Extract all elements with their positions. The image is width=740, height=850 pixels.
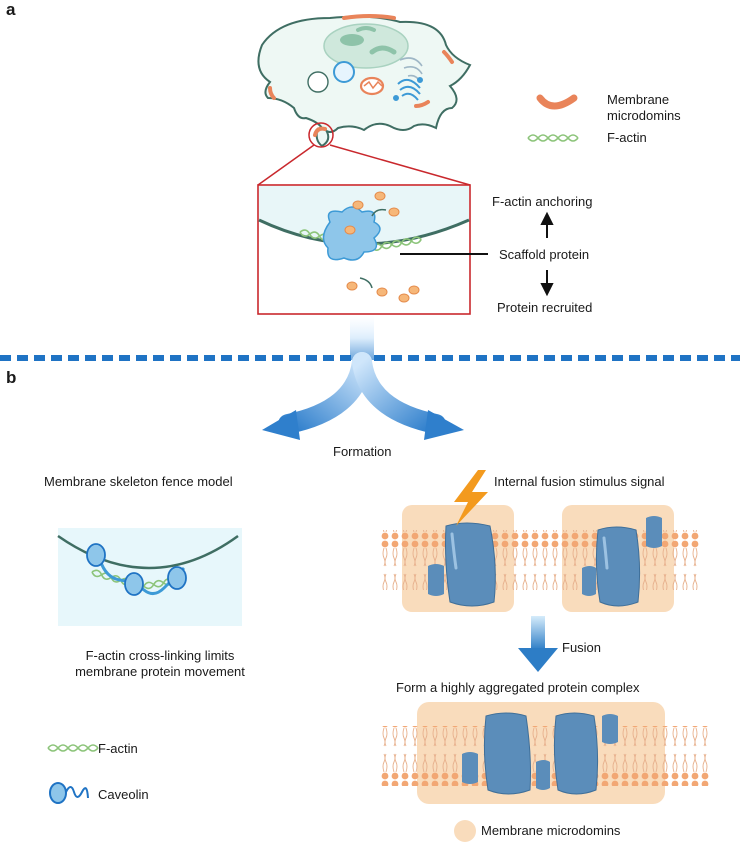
- fusion-result-title: Form a highly aggregated protein complex: [396, 680, 640, 695]
- fence-model-caption: F-actin cross-linking limits membrane pr…: [75, 648, 245, 679]
- fusion-arrow: [518, 616, 558, 672]
- vesicle-icon: [307, 71, 329, 93]
- caveolin-legend-icon: [49, 782, 89, 804]
- microdomain-legend-icon: [536, 94, 578, 110]
- scaffold-protein-label: Scaffold protein: [499, 247, 590, 262]
- fusion-stimulus-title: Internal fusion stimulus signal: [494, 474, 665, 489]
- protein-recruited-label: Protein recruited: [497, 300, 593, 315]
- factin-legend-icon-a: [527, 134, 579, 142]
- factin-anchoring-label: F-actin anchoring: [492, 194, 593, 209]
- microdomain-pre-fusion: [380, 505, 700, 612]
- legend-b-caveolin: Caveolin: [98, 787, 149, 802]
- anchoring-arrows: [540, 211, 554, 297]
- legend-a-factin: F-actin: [607, 130, 647, 145]
- panel-label-b: b: [6, 368, 17, 387]
- nucleolus: [340, 34, 364, 46]
- panel-label-a: a: [6, 0, 16, 19]
- legend-a-microdomain: Membrane microdomins: [607, 92, 681, 123]
- lightning-icon: [454, 470, 488, 526]
- fused-complex: [380, 702, 710, 804]
- fence-model-title: Membrane skeleton fence model: [44, 474, 233, 489]
- formation-label: Formation: [333, 444, 392, 459]
- cell-illustration: [257, 14, 472, 148]
- caveolin-proteins: [86, 543, 187, 596]
- domain-legend-icon: [454, 820, 476, 842]
- fusion-arrow-label: Fusion: [562, 640, 602, 655]
- membrane-microdomain-marks: [268, 14, 454, 137]
- domain-legend-label: Membrane microdomins: [481, 823, 621, 838]
- vesicle-icon-blue: [333, 61, 355, 83]
- formation-arrows: [262, 352, 464, 440]
- cell-body: [257, 15, 472, 133]
- golgi-icon: [393, 77, 423, 101]
- legend-b-factin: F-actin: [98, 741, 138, 756]
- zoom-callout: [257, 122, 488, 315]
- factin-legend-icon-b: [47, 744, 99, 752]
- fence-model-illustration: [57, 528, 242, 626]
- zoom-circle: [308, 122, 334, 148]
- nucleus: [323, 23, 409, 69]
- recruited-proteins: [344, 191, 420, 303]
